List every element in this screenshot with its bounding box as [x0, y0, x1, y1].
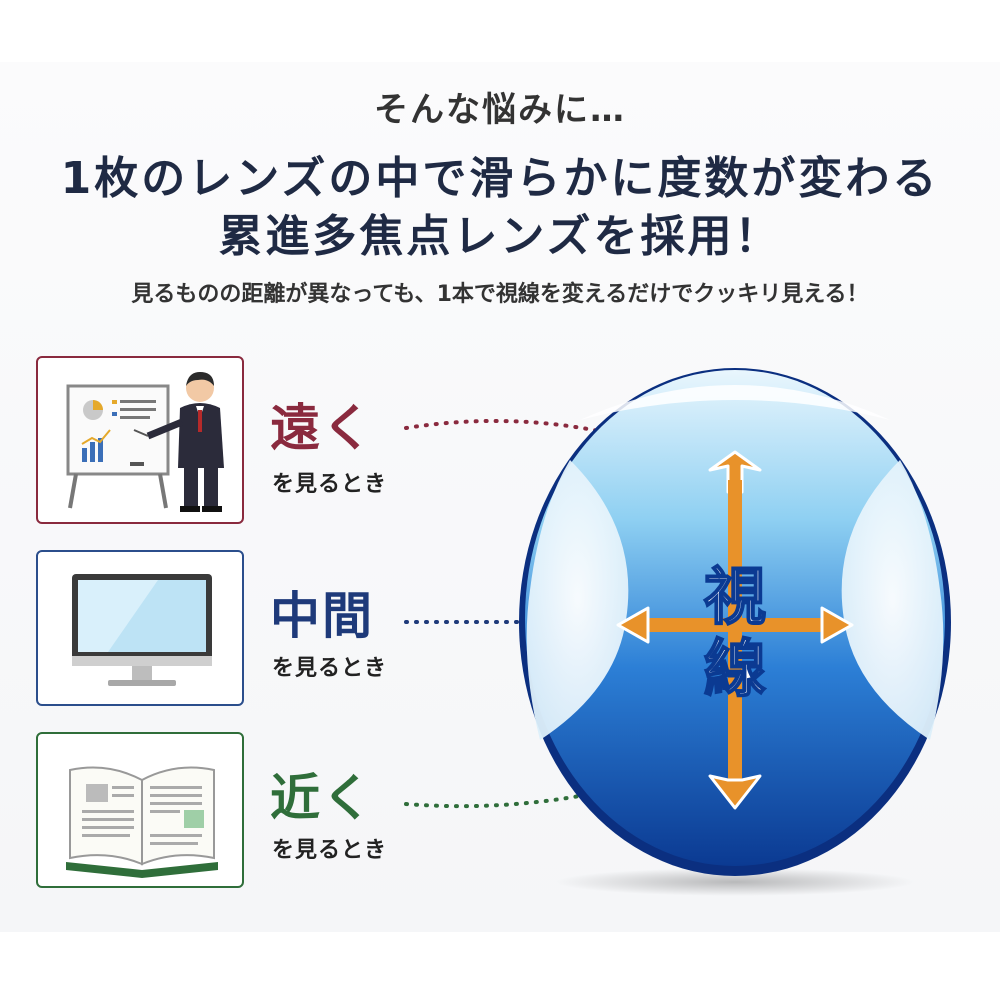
- lead-text: そんな悩みに…: [374, 90, 626, 130]
- lens-left-zone: [526, 460, 629, 740]
- open-book-icon: [66, 766, 218, 878]
- presentation-board-icon: [66, 372, 224, 512]
- mid-label: 中間: [270, 587, 374, 645]
- monitor-icon: [72, 574, 212, 686]
- far-label: 遠く: [270, 399, 374, 457]
- near-label: 近く: [270, 769, 374, 827]
- headline-line-1: 1枚のレンズの中で滑らかに度数が変わる: [60, 153, 940, 204]
- card-mid: [36, 550, 244, 706]
- far-pointer-arrow: [404, 418, 632, 440]
- headline-line-2: 累進多焦点レンズを採用！: [218, 211, 782, 262]
- far-sublabel: を見るとき: [272, 472, 388, 497]
- subline-text: 見るものの距離が異なっても、1本で視線を変えるだけでクッキリ見える！: [131, 282, 869, 307]
- card-near: [36, 732, 244, 888]
- gaze-arrows: [616, 450, 854, 810]
- lens-right-zone: [841, 460, 944, 740]
- lens-highlight: [580, 385, 890, 420]
- gaze-label-line-1: 視: [704, 560, 766, 633]
- card-far: [36, 356, 244, 524]
- near-sublabel: を見るとき: [272, 838, 388, 863]
- lens-shadow: [555, 868, 915, 896]
- gaze-label-line-2: 線: [704, 632, 766, 705]
- lens-illustration: 視 線: [519, 368, 951, 896]
- mid-sublabel: を見るとき: [272, 656, 388, 681]
